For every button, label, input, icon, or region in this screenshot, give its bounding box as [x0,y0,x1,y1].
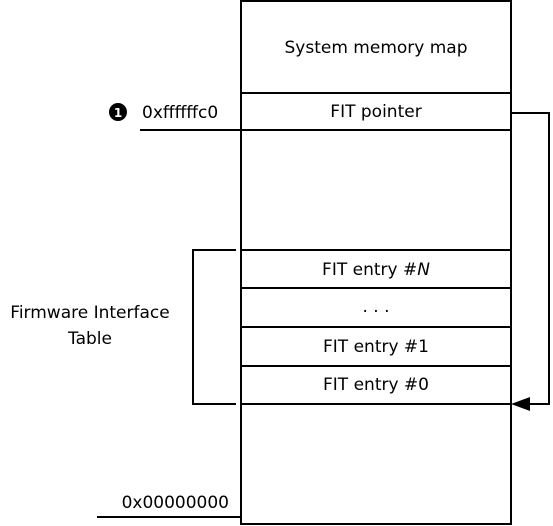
callout-marker-number: 1 [114,106,122,120]
fit-entry-n-prefix: FIT entry # [322,260,417,280]
fit-pointer-arrowhead [511,397,530,411]
memory-map-title: System memory map [285,38,468,58]
address-top-label: 0xffffffc0 [142,103,218,123]
address-bottom-label: 0x00000000 [122,493,229,513]
fit-entry-1-label: FIT entry #1 [323,337,429,357]
fit-entry-n-variable: N [417,260,430,280]
fit-label-line1: Firmware Interface [10,303,169,323]
fit-pointer-arrow-line [511,112,550,405]
callout-marker-icon [109,103,127,121]
fit-pointer-label: FIT pointer [330,102,421,122]
fit-entry-n-label: FIT entry #N [322,260,430,280]
ellipsis-label: . . . [362,297,389,317]
fit-label-line2: Table [67,329,112,349]
fit-bracket [192,249,236,405]
fit-entry-0-label: FIT entry #0 [323,375,429,395]
memory-map-box [240,0,512,525]
